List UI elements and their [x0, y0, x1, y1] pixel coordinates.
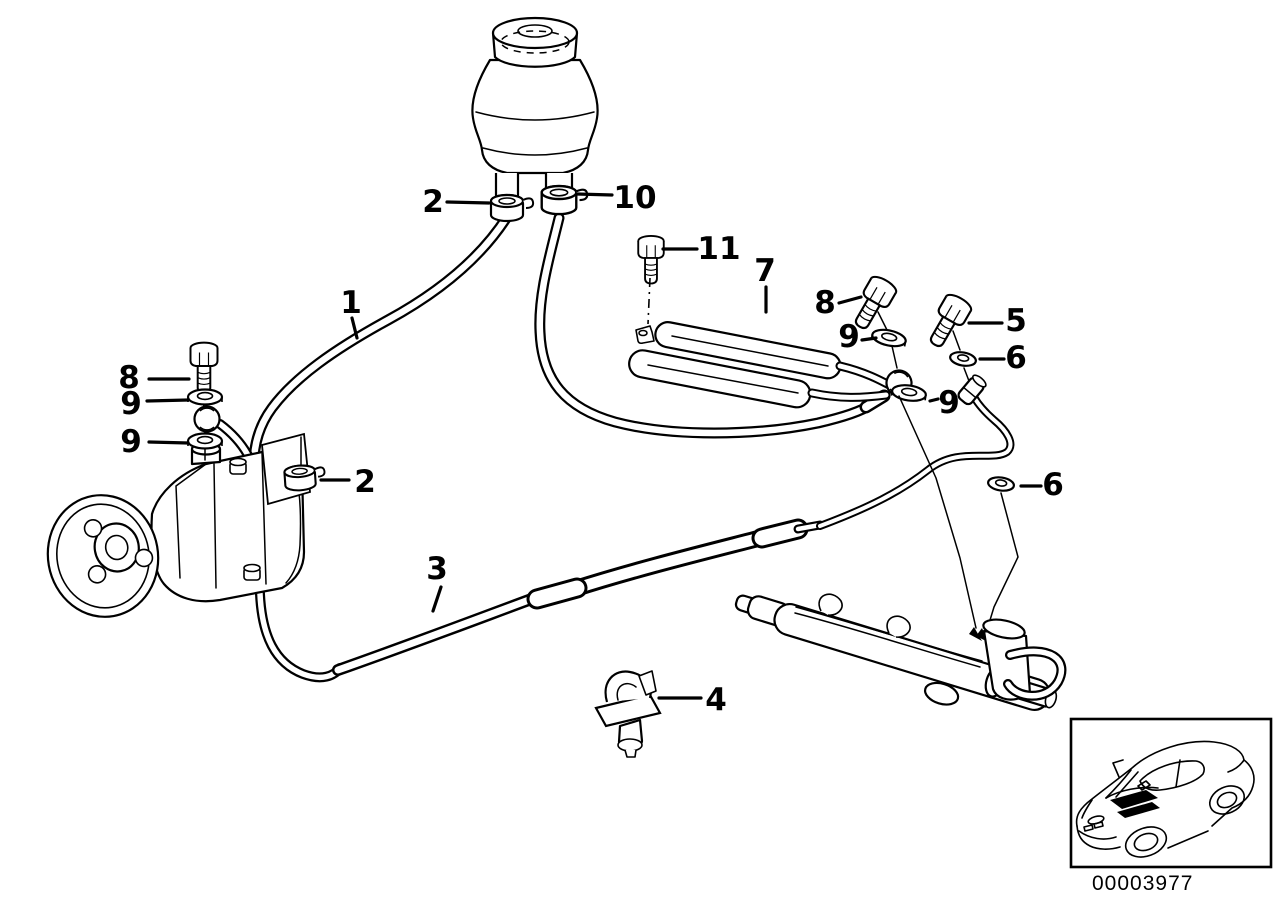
union-fitting: [955, 372, 989, 408]
callout-11: 11: [697, 231, 740, 267]
callout-2-pump: 2: [354, 464, 376, 500]
location-marker: [1110, 790, 1160, 818]
callouts: 1 2 10 11 7 8 9 5 6 9 6 8 9 9 2 3 4: [118, 180, 1064, 718]
hose-3-end-fitting: [751, 518, 825, 549]
cooler-loop: [628, 321, 898, 409]
washer-6-upper: [947, 349, 979, 369]
banjo-fitting-left: [193, 405, 221, 433]
callout-5: 5: [1005, 303, 1027, 339]
callout-8-left: 8: [118, 360, 140, 396]
car-outline: [1075, 740, 1255, 858]
diagram-code: 00003977: [1092, 872, 1193, 895]
clamp-2-top: [489, 193, 535, 223]
bolt-5: [921, 290, 975, 353]
callout-9-left-1: 9: [120, 386, 142, 422]
washer-6-lower: [986, 474, 1016, 494]
steering-rack: [734, 593, 1067, 711]
callout-3: 3: [426, 551, 448, 587]
callout-4: 4: [705, 682, 727, 718]
bolt-11: [637, 234, 665, 285]
washer-9-left-upper: [186, 388, 224, 406]
callout-6-upper: 6: [1005, 340, 1027, 376]
washer-9-left-lower: [186, 432, 224, 450]
callout-1: 1: [340, 285, 362, 321]
clamp-2-pump: [282, 462, 327, 493]
clip-4: [594, 670, 662, 758]
callout-10: 10: [613, 180, 656, 216]
callout-2-top: 2: [422, 184, 444, 220]
washer-9-mid: [890, 382, 928, 404]
bolt-8-left: [189, 341, 219, 394]
bolt-11-axis: [647, 277, 651, 325]
callout-6-lower: 6: [1042, 467, 1064, 503]
power-steering-pump: [46, 442, 306, 618]
pump-pulley: [46, 494, 160, 618]
car-thumbnail: 00003977: [1069, 717, 1273, 895]
fluid-reservoir: [471, 16, 599, 207]
callout-8-right: 8: [814, 285, 836, 321]
callout-9-left-2: 9: [120, 424, 142, 460]
callout-7: 7: [754, 253, 776, 289]
leader-lines: [145, 192, 1043, 700]
car-thumbnail-frame: [1069, 717, 1273, 869]
hose-3-coupling: [526, 577, 588, 610]
callout-9-mid: 9: [938, 385, 960, 421]
clamp-10: [540, 184, 589, 216]
callout-9-right: 9: [838, 319, 860, 355]
alignment-lines: [898, 395, 1019, 642]
pipe-to-union: [816, 393, 1015, 530]
